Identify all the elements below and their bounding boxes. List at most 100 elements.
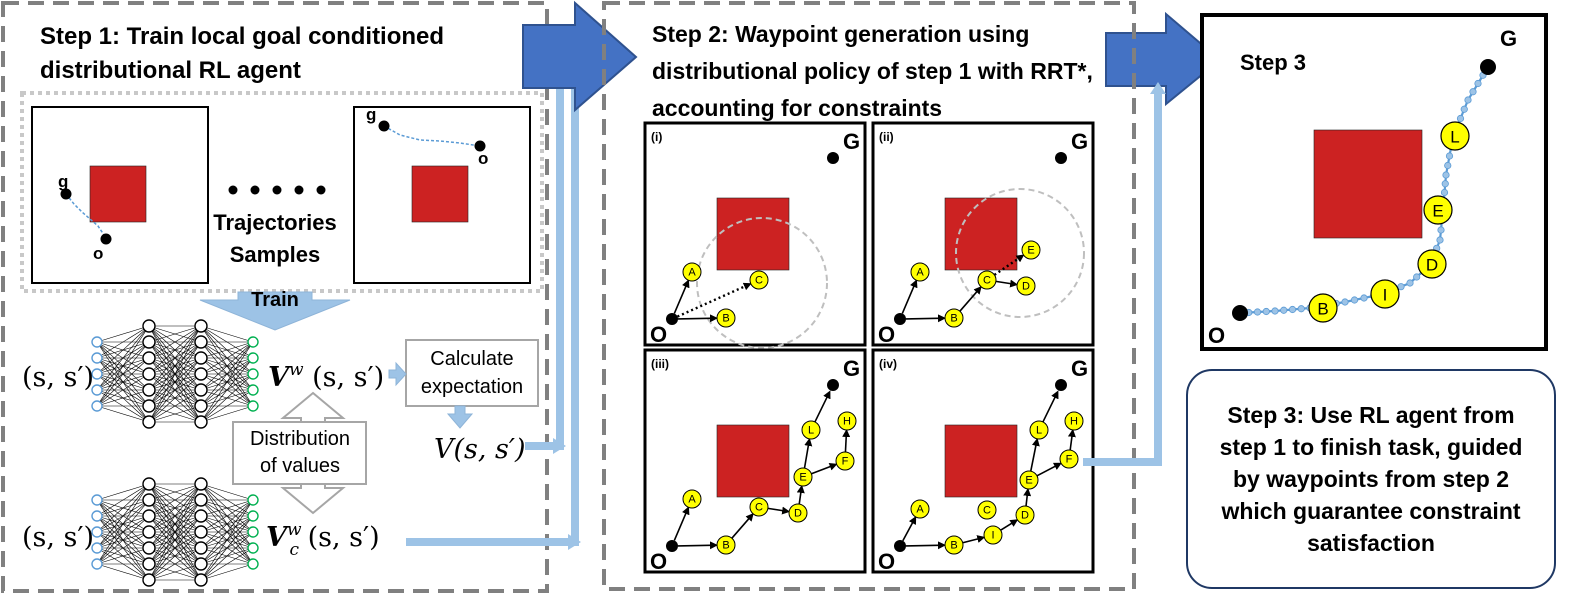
tree-edge (902, 516, 917, 542)
neuron (91, 336, 103, 348)
waypoint-label: L (808, 425, 814, 437)
waypoint-label: B (722, 540, 729, 552)
neuron (142, 509, 156, 523)
waypoint-E (1423, 195, 1453, 225)
step2-frame (602, 1, 1136, 591)
path-step (1436, 236, 1444, 244)
waypoint-label: F (1066, 454, 1073, 466)
trajectory-path (65, 193, 107, 239)
goal-label: g (366, 105, 376, 124)
tree-edge (1042, 390, 1059, 423)
neuron (142, 573, 156, 587)
tree-edge (673, 506, 690, 541)
path-step (1397, 283, 1405, 291)
waypoint-label: D (794, 508, 802, 520)
step3-description: Step 3: Use RL agent from step 1 to fini… (1186, 369, 1556, 589)
origin-label: O (650, 549, 667, 574)
origin-label: O (878, 549, 895, 574)
waypoint-D (788, 503, 808, 523)
path-step (1341, 298, 1349, 306)
waypoint-D (1016, 276, 1036, 296)
panel-label: (i) (651, 130, 662, 144)
neuron (247, 526, 259, 538)
obstacle (411, 165, 469, 223)
neuron (194, 509, 208, 523)
waypoint-D (1015, 505, 1035, 525)
neuron (91, 526, 103, 538)
neuron (142, 319, 156, 333)
waypoint-label: E (1432, 202, 1443, 221)
goal-point (827, 379, 839, 391)
neuron (91, 352, 103, 364)
goal-point (827, 152, 839, 164)
panel-label: (iv) (879, 357, 897, 371)
neuron (194, 573, 208, 587)
neuron (142, 525, 156, 539)
neuron (91, 384, 103, 396)
neuron (91, 494, 103, 506)
waypoint-F (1059, 449, 1079, 469)
waypoint-label: B (950, 313, 957, 325)
waypoint-E (1021, 240, 1041, 260)
search-radius (696, 217, 828, 349)
tree-edge (1023, 487, 1032, 507)
waypoint-label: I (991, 530, 994, 542)
connector-arrowhead (553, 438, 566, 454)
tree-edge (993, 254, 1025, 276)
neuron (194, 557, 208, 571)
waypoint-B (716, 535, 736, 555)
tree-edge (811, 462, 838, 475)
neuron (91, 542, 103, 554)
waypoint-label: B (1317, 300, 1328, 319)
neuron (247, 336, 259, 348)
step3-obstacle (1313, 129, 1423, 239)
waypoint-I (983, 525, 1003, 545)
waypoint-L (801, 420, 821, 440)
step1-to-step2-arrow (522, 0, 638, 113)
step3-title: Step 3 (1240, 50, 1306, 75)
waypoint-label: B (950, 540, 957, 552)
waypoint-C (749, 497, 769, 517)
path-step (1464, 96, 1472, 104)
distribution-box (232, 421, 367, 485)
tree-edge (1036, 462, 1062, 477)
tree-edge (1029, 437, 1040, 472)
waypoint-label: C (983, 505, 991, 517)
goal-label: G (843, 356, 860, 381)
waypoint-H (837, 411, 857, 431)
waypoint-label: C (755, 275, 763, 287)
neuron (194, 415, 208, 429)
value-network-bottom (91, 477, 259, 587)
samples-label: Samples (230, 242, 321, 267)
goal-point (378, 120, 390, 132)
waypoint-B (944, 535, 964, 555)
tree-edge (842, 428, 851, 453)
input-label-bottom: (s, s′) (22, 522, 94, 553)
waypoint-B (944, 308, 964, 328)
waypoint-C (977, 270, 997, 290)
waypoint-I (1370, 279, 1400, 309)
neuron (91, 510, 103, 522)
path-step (1262, 307, 1270, 316)
goal-point (1055, 152, 1067, 164)
tree-edge (673, 279, 690, 314)
neuron (194, 399, 208, 413)
waypoint-C (749, 270, 769, 290)
neuron (194, 477, 208, 491)
waypoint-L (1029, 420, 1049, 440)
waypoint-B (1308, 293, 1338, 323)
waypoint-label: E (1027, 245, 1034, 257)
value-network-top (91, 319, 259, 429)
path-step (1271, 307, 1279, 315)
waypoint-label: A (916, 267, 924, 279)
path-step (1445, 152, 1454, 160)
neuron (194, 525, 208, 539)
neuron (142, 557, 156, 571)
path-step (1474, 79, 1482, 88)
origin-point (100, 233, 112, 245)
connector-arrowhead (1150, 82, 1166, 94)
